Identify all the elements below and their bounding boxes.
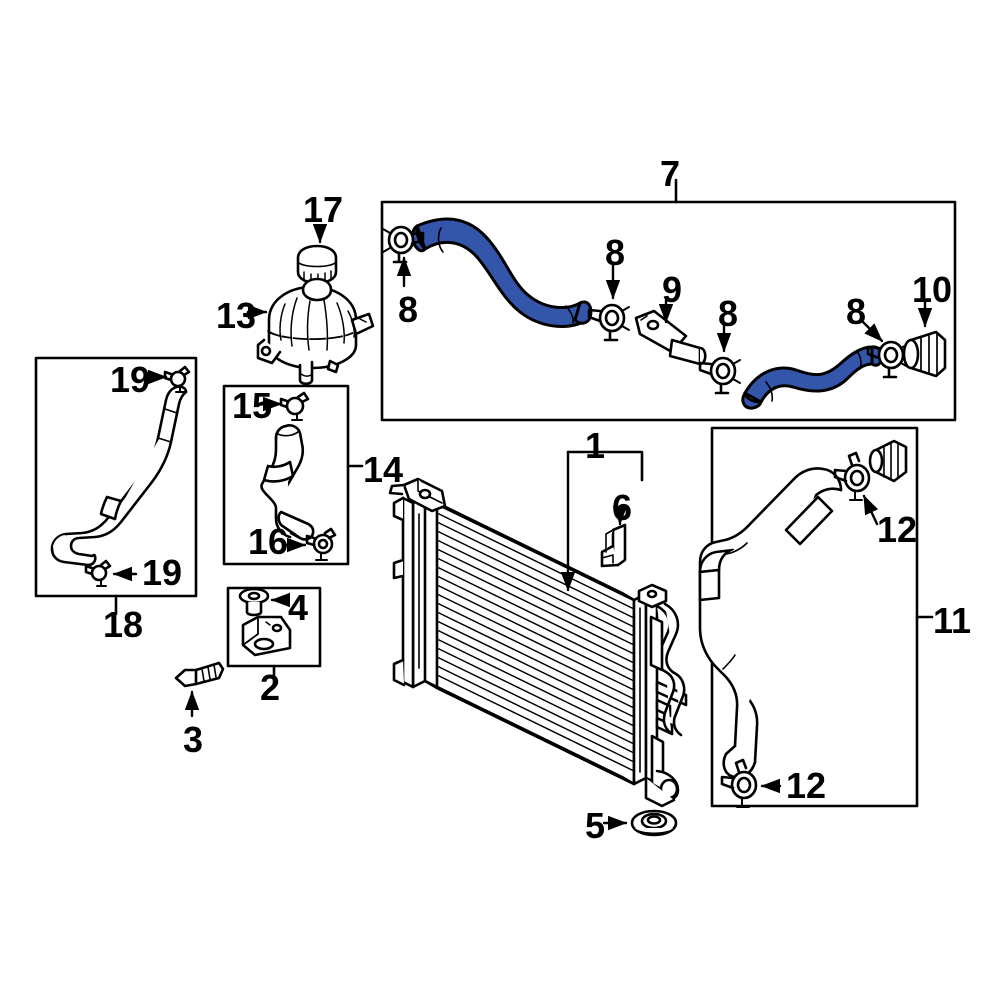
callout-7: 7: [660, 153, 681, 194]
callout-14: 14: [363, 449, 404, 490]
hose-neck-11: [868, 439, 908, 483]
callout-2: 2: [260, 667, 281, 708]
hose-clamp-8a: [382, 225, 425, 264]
coolant-reservoir-13: [256, 277, 375, 386]
callout-8c: 8: [718, 293, 739, 334]
hose-clamp-8d: [866, 340, 909, 379]
bracket-1: [566, 450, 644, 482]
upper-hose-seam-right: [565, 305, 574, 324]
reservoir-hose-18: [50, 385, 188, 567]
drain-plug-5: [630, 809, 678, 837]
callout-8b: 8: [605, 232, 626, 273]
callout-18: 18: [103, 604, 144, 645]
callout-8a: 8: [398, 289, 419, 330]
callout-10: 10: [912, 269, 953, 310]
hose-clamp-16: [305, 527, 337, 561]
mounting-bolt-3: [174, 661, 225, 688]
callout-4: 4: [288, 587, 309, 628]
callout-1: 1: [585, 425, 606, 466]
callout-12b: 12: [786, 765, 827, 806]
callout-15: 15: [232, 385, 273, 426]
coolant-outlet-neck-10: [902, 330, 947, 378]
callout-5: 5: [585, 805, 606, 846]
callout-8d: 8: [846, 291, 867, 332]
lower-hose-seam-right: [856, 350, 862, 370]
callout-13: 13: [216, 295, 257, 336]
callout-12a: 12: [877, 509, 918, 550]
lower-hose-seam-left: [765, 381, 774, 402]
arrow-12a: [862, 494, 879, 526]
callout-19a: 19: [110, 359, 151, 400]
insulator-bushing-4: [238, 587, 270, 617]
radiator-bracket-6: [600, 523, 627, 568]
hose-clamp-12b: [720, 758, 758, 808]
callout-19b: 19: [142, 552, 183, 593]
hose-clamp-12a: [833, 451, 871, 501]
radiator-bracket-2: [241, 615, 292, 657]
arrow-8d: [859, 318, 884, 343]
hose-clamp-8c: [698, 356, 741, 395]
hose-clamp-8b: [587, 303, 630, 342]
callout-16: 16: [248, 521, 289, 562]
callout-11: 11: [933, 600, 972, 641]
callout-17: 17: [303, 189, 344, 230]
coolant-pipe-connector-9: [634, 309, 707, 366]
callout-6: 6: [612, 487, 633, 528]
hose-clamp-19a: [163, 365, 191, 393]
hose-clamp-15: [279, 391, 310, 421]
callout-3: 3: [183, 719, 204, 760]
callout-9: 9: [662, 269, 683, 310]
lower-hose-end-left: [741, 391, 763, 410]
upper-hose-seam-left: [437, 227, 444, 253]
hose-clamp-19b: [84, 559, 112, 587]
radiator-assembly-1: [388, 477, 688, 808]
lower-radiator-hose-11: [698, 467, 843, 779]
